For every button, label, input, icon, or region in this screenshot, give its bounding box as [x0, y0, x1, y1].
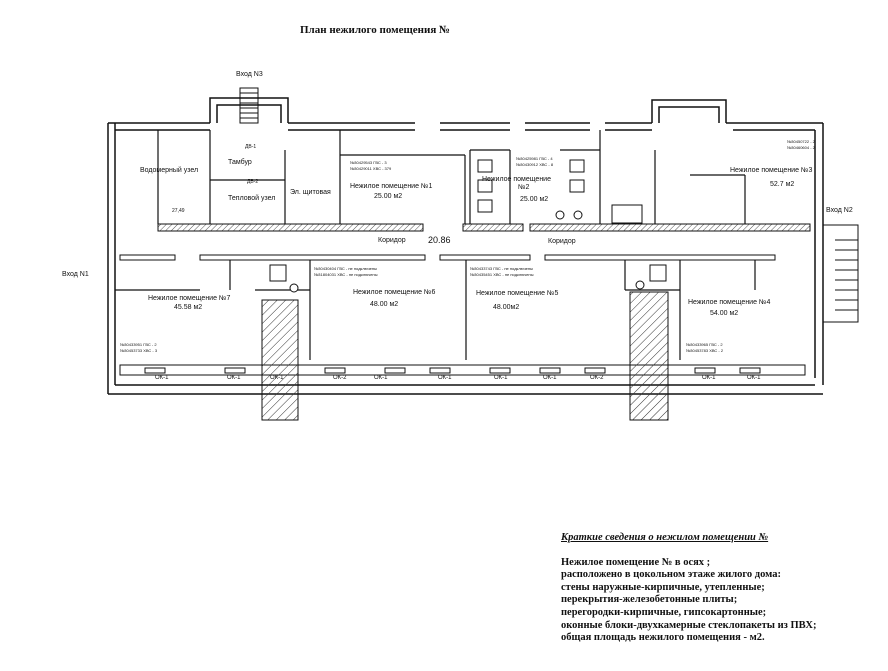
meter-r1-1: №30429543 ГВС - 3 — [350, 160, 387, 165]
room-7-area: 45.58 м2 — [174, 304, 202, 311]
window-label: ОК-1 — [438, 375, 452, 381]
entrance-n2-label: Вход N2 — [826, 207, 853, 214]
room-schitovaya-label: Эл. щитовая — [290, 189, 331, 196]
stairs-n2 — [823, 224, 859, 323]
meter-r5-2: №30435451 ХВС - не подключены — [470, 272, 534, 277]
meter-r7-2: №30453733 ХВС - 3 — [120, 348, 158, 353]
entrance-n1-label: Вход N1 — [62, 271, 89, 278]
meter-r3-1: №30450722 - 2 — [787, 139, 816, 144]
sanitary-fixtures — [269, 159, 667, 293]
meter-r2-2: №30430912 ХВС - 8 — [516, 162, 554, 167]
corridor-right-label: Коридор — [548, 238, 576, 245]
room-2-number: №2 — [518, 184, 530, 191]
room-6-name: Нежилое помещение №6 — [353, 289, 435, 296]
door-dv1-label: ДВ-1 — [245, 144, 256, 150]
room-vodomer-label: Водомерный узел — [140, 166, 198, 174]
room-4-name: Нежилое помещение №4 — [688, 299, 770, 306]
meter-r2-1: №30425981 ГВС - 4 — [516, 156, 553, 161]
meter-r1-2: №30429011 ХВС - 379 — [350, 166, 392, 171]
meter-r4-2: №30453783 ХВС - 2 — [686, 348, 724, 353]
stairs-n3 — [239, 87, 259, 124]
room-1-area: 25.00 м2 — [374, 193, 402, 200]
notes-line: Нежилое помещение № в осях ; — [561, 556, 711, 568]
window-label: ОК-1 — [747, 375, 761, 381]
notes-block: Краткие сведения о нежилом помещении № Н… — [561, 532, 881, 645]
room-tambur-label: Тамбур — [228, 158, 252, 166]
corridor-area-label: 20.86 — [428, 235, 451, 245]
window-labels: ОК-1 ОК-1 ОК-1 ОК-2 ОК-1 ОК-1 ОК-1 ОК-1 … — [155, 375, 761, 381]
entrance-n3-label: Вход N3 — [236, 71, 263, 78]
meter-r6-2: №31804031 ХВС - не подключены — [314, 272, 378, 277]
entrance-labels: Вход N1 Вход N2 Вход N3 — [62, 71, 853, 278]
window-label: ОК-1 — [494, 375, 508, 381]
notes-line: стены наружные-кирпичные, утепленные; — [561, 581, 765, 593]
corridor-walls — [119, 223, 811, 261]
room-3-area: 52.7 м2 — [770, 181, 794, 188]
window-label: ОК-1 — [702, 375, 716, 381]
corridor-left-label: Коридор — [378, 237, 406, 244]
meter-r3-2: №30460604 - 2 — [787, 145, 816, 150]
meter-labels: №30429543 ГВС - 3 №30429011 ХВС - 379 №3… — [120, 139, 816, 353]
inner-partitions — [115, 130, 756, 360]
meter-r5-1: №30433743 ГВС - не подключены — [470, 266, 533, 271]
notes-line: расположено в цокольном этаже жилого дом… — [561, 569, 781, 581]
notes-line: оконные блоки-двухкамерные стеклопакеты … — [561, 619, 817, 631]
outer-walls — [107, 97, 824, 395]
window-label: ОК-1 — [543, 375, 557, 381]
room-teplo-label: Тепловой узел — [228, 194, 275, 202]
room-1-name: Нежилое помещение №1 — [350, 183, 432, 190]
meter-r4-1: №30433965 ГВС - 2 — [686, 342, 723, 347]
room-3-name: Нежилое помещение №3 — [730, 167, 812, 174]
room-2-name: Нежилое помещение — [482, 176, 551, 183]
window-label: ОК-1 — [227, 375, 241, 381]
stair-shafts — [261, 291, 669, 421]
door-dv2-label: ДВ-2 — [247, 179, 258, 185]
window-label: ОК-1 — [155, 375, 169, 381]
room-labels: Водомерный узел Тамбур Тепловой узел Эл.… — [140, 144, 812, 317]
small-area-label: 27,49 — [172, 208, 185, 214]
window-label: ОК-1 — [270, 375, 284, 381]
notes-line: перекрытия-железобетонные плиты; — [561, 594, 738, 606]
room-5-area: 48.00м2 — [493, 304, 519, 311]
notes-heading: Краткие сведения о нежилом помещении № — [561, 532, 769, 543]
meter-r7-1: №30433951 ГВС - 2 — [120, 342, 157, 347]
notes-line: общая площадь нежилого помещения - м2. — [561, 632, 765, 644]
room-7-name: Нежилое помещение №7 — [148, 295, 230, 302]
room-6-area: 48.00 м2 — [370, 301, 398, 308]
window-label: ОК-1 — [374, 375, 388, 381]
window-label: ОК-2 — [333, 375, 347, 381]
window-label: ОК-2 — [590, 375, 604, 381]
room-2-area: 25.00 м2 — [520, 196, 548, 203]
bottom-wall-windows — [119, 364, 806, 376]
room-4-area: 54.00 м2 — [710, 310, 738, 317]
room-5-name: Нежилое помещение №5 — [476, 290, 558, 297]
plan-title: План нежилого помещения № — [300, 24, 451, 36]
meter-r6-1: №30430404 ГВС - не подключены — [314, 266, 377, 271]
notes-line: перегородки-кирпичные, гипсокартонные; — [561, 606, 767, 618]
window-piers — [144, 367, 761, 374]
